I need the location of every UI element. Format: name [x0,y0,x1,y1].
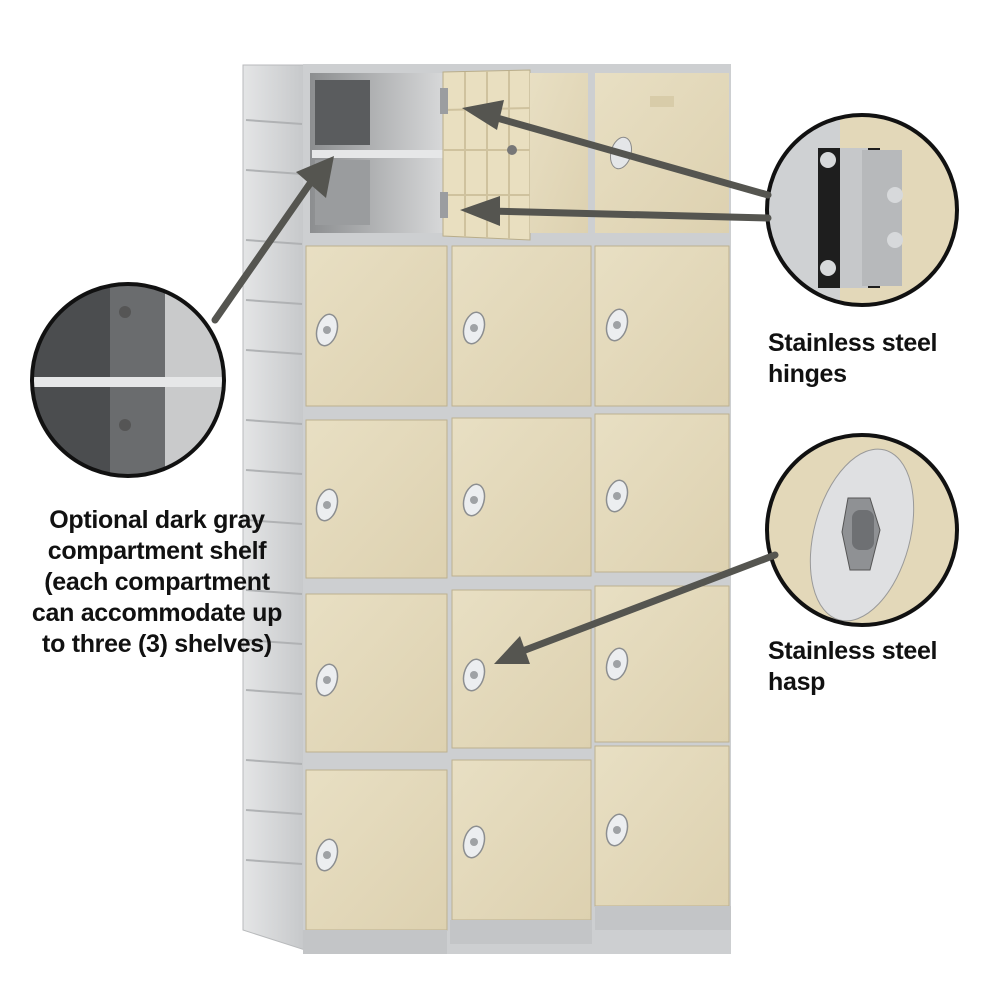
shelf-caption: Optional dark gray compartment shelf (ea… [12,505,302,660]
caption-line: Optional dark gray [49,506,265,534]
caption-line: hasp [768,668,826,696]
caption-line: Stainless steel [768,637,938,665]
open-compartment [310,73,445,233]
caption-line: Stainless steel [768,329,938,357]
caption-line: can accommodate up [31,599,283,627]
hasp-icons [315,308,629,872]
shelf-callout-circle [30,282,226,478]
hinge-bottom [440,192,448,218]
callout-arrows [211,100,779,664]
hasp-caption: Stainless steel hasp [768,636,938,698]
caption-line: hinges [768,360,847,388]
hinges-caption: Stainless steel hinges [768,328,938,390]
locker-side-panel [242,64,306,951]
caption-line: compartment shelf [47,537,267,565]
caption-line: (each compartment [44,568,270,596]
hinge-top [440,88,448,114]
hinges-callout-circle [765,113,959,307]
caption-line: to three (3) shelves) [42,630,272,658]
hasp-callout-circle [765,433,959,627]
